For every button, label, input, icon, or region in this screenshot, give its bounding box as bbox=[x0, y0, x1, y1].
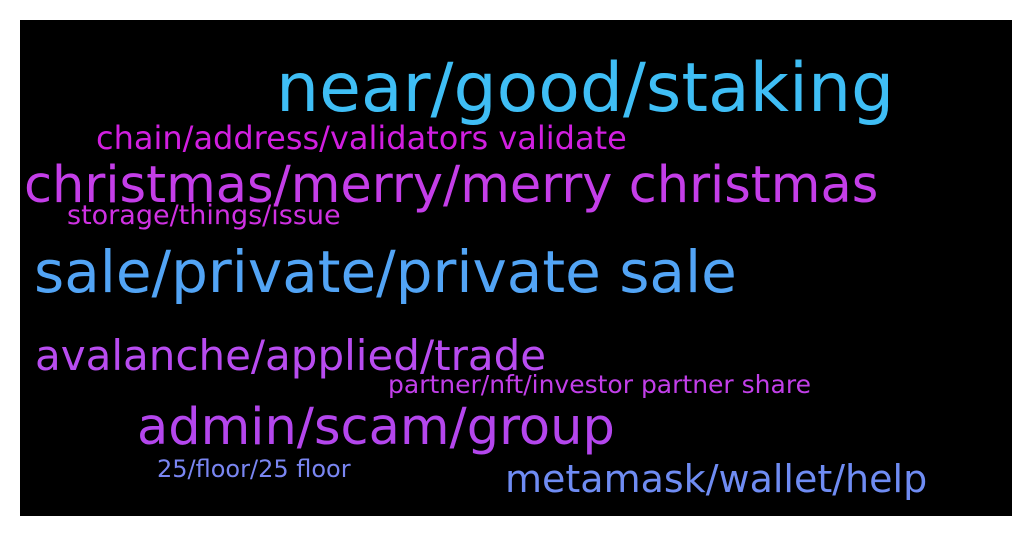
word-near-good-staking: near/good/staking bbox=[276, 49, 895, 128]
word-metamask-wallet-help: metamask/wallet/help bbox=[505, 457, 928, 501]
word-sale-private: sale/private/private sale bbox=[34, 238, 737, 306]
word-storage-things-issue: storage/things/issue bbox=[67, 200, 341, 231]
word-christmas-merry: christmas/merry/merry christmas bbox=[24, 156, 879, 215]
word-avalanche-applied-trade: avalanche/applied/trade bbox=[35, 331, 547, 380]
word-chain-address-validators: chain/address/validators validate bbox=[96, 119, 627, 157]
word-25-floor: 25/floor/25 floor bbox=[157, 455, 351, 483]
word-partner-nft-investor: partner/nft/investor partner share bbox=[388, 370, 811, 399]
word-cloud-canvas: near/good/staking chain/address/validato… bbox=[20, 20, 1012, 516]
word-admin-scam-group: admin/scam/group bbox=[137, 398, 615, 457]
